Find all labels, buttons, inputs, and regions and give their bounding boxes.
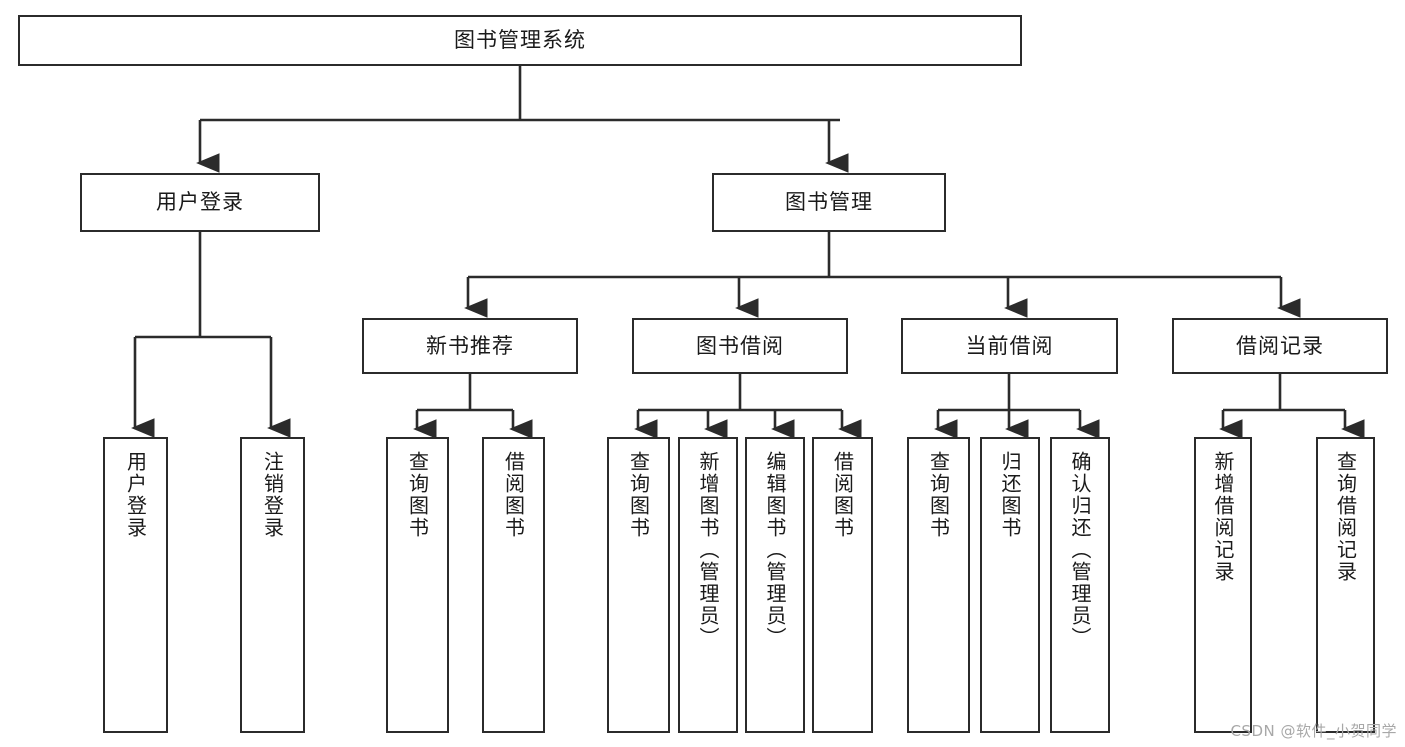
node-current-borrow[interactable]: 当前借阅	[901, 318, 1118, 374]
leaf-user-login-label: 用户登录	[123, 451, 148, 539]
node-borrow-record[interactable]: 借阅记录	[1172, 318, 1388, 374]
leaf-query-book-3[interactable]: 查询图书	[907, 437, 970, 733]
node-new-book-recommend[interactable]: 新书推荐	[362, 318, 578, 374]
leaf-query-book-2[interactable]: 查询图书	[607, 437, 670, 733]
node-user-login-label: 用户登录	[156, 190, 244, 215]
leaf-borrow-book-1-label: 借阅图书	[501, 451, 526, 539]
leaf-query-record[interactable]: 查询借阅记录	[1316, 437, 1375, 733]
leaf-user-login[interactable]: 用户登录	[103, 437, 168, 733]
leaf-query-book-1[interactable]: 查询图书	[386, 437, 449, 733]
leaf-add-record-label: 新增借阅记录	[1211, 451, 1235, 583]
node-current-borrow-label: 当前借阅	[965, 333, 1054, 358]
leaf-borrow-book-2-label: 借阅图书	[830, 451, 855, 539]
leaf-add-book-label: 新增图书（管理员）	[696, 451, 720, 649]
node-borrow-record-label: 借阅记录	[1236, 333, 1324, 358]
leaf-query-book-3-label: 查询图书	[926, 451, 951, 539]
leaf-user-logout-label: 注销登录	[260, 451, 285, 539]
leaf-return-book[interactable]: 归还图书	[980, 437, 1040, 733]
node-book-manage-label: 图书管理	[785, 190, 873, 215]
leaf-add-book[interactable]: 新增图书（管理员）	[678, 437, 738, 733]
leaf-borrow-book-2[interactable]: 借阅图书	[812, 437, 873, 733]
leaf-add-record[interactable]: 新增借阅记录	[1194, 437, 1252, 733]
leaf-query-book-1-label: 查询图书	[405, 451, 430, 539]
leaf-confirm-return-label: 确认归还（管理员）	[1068, 451, 1092, 649]
leaf-user-logout[interactable]: 注销登录	[240, 437, 305, 733]
node-book-manage[interactable]: 图书管理	[712, 173, 946, 232]
leaf-return-book-label: 归还图书	[998, 451, 1022, 539]
leaf-query-book-2-label: 查询图书	[626, 451, 651, 539]
leaf-edit-book-label: 编辑图书（管理员）	[763, 451, 787, 649]
csdn-watermark: CSDN @软件_小贺同学	[1230, 722, 1397, 740]
node-root-label: 图书管理系统	[454, 28, 586, 53]
node-new-book-recommend-label: 新书推荐	[426, 333, 514, 358]
leaf-query-record-label: 查询借阅记录	[1333, 451, 1358, 583]
node-user-login[interactable]: 用户登录	[80, 173, 320, 232]
leaf-borrow-book-1[interactable]: 借阅图书	[482, 437, 545, 733]
leaf-edit-book[interactable]: 编辑图书（管理员）	[745, 437, 805, 733]
node-root[interactable]: 图书管理系统	[18, 15, 1022, 66]
node-book-borrow-label: 图书借阅	[696, 333, 784, 358]
leaf-confirm-return[interactable]: 确认归还（管理员）	[1050, 437, 1110, 733]
node-book-borrow[interactable]: 图书借阅	[632, 318, 848, 374]
